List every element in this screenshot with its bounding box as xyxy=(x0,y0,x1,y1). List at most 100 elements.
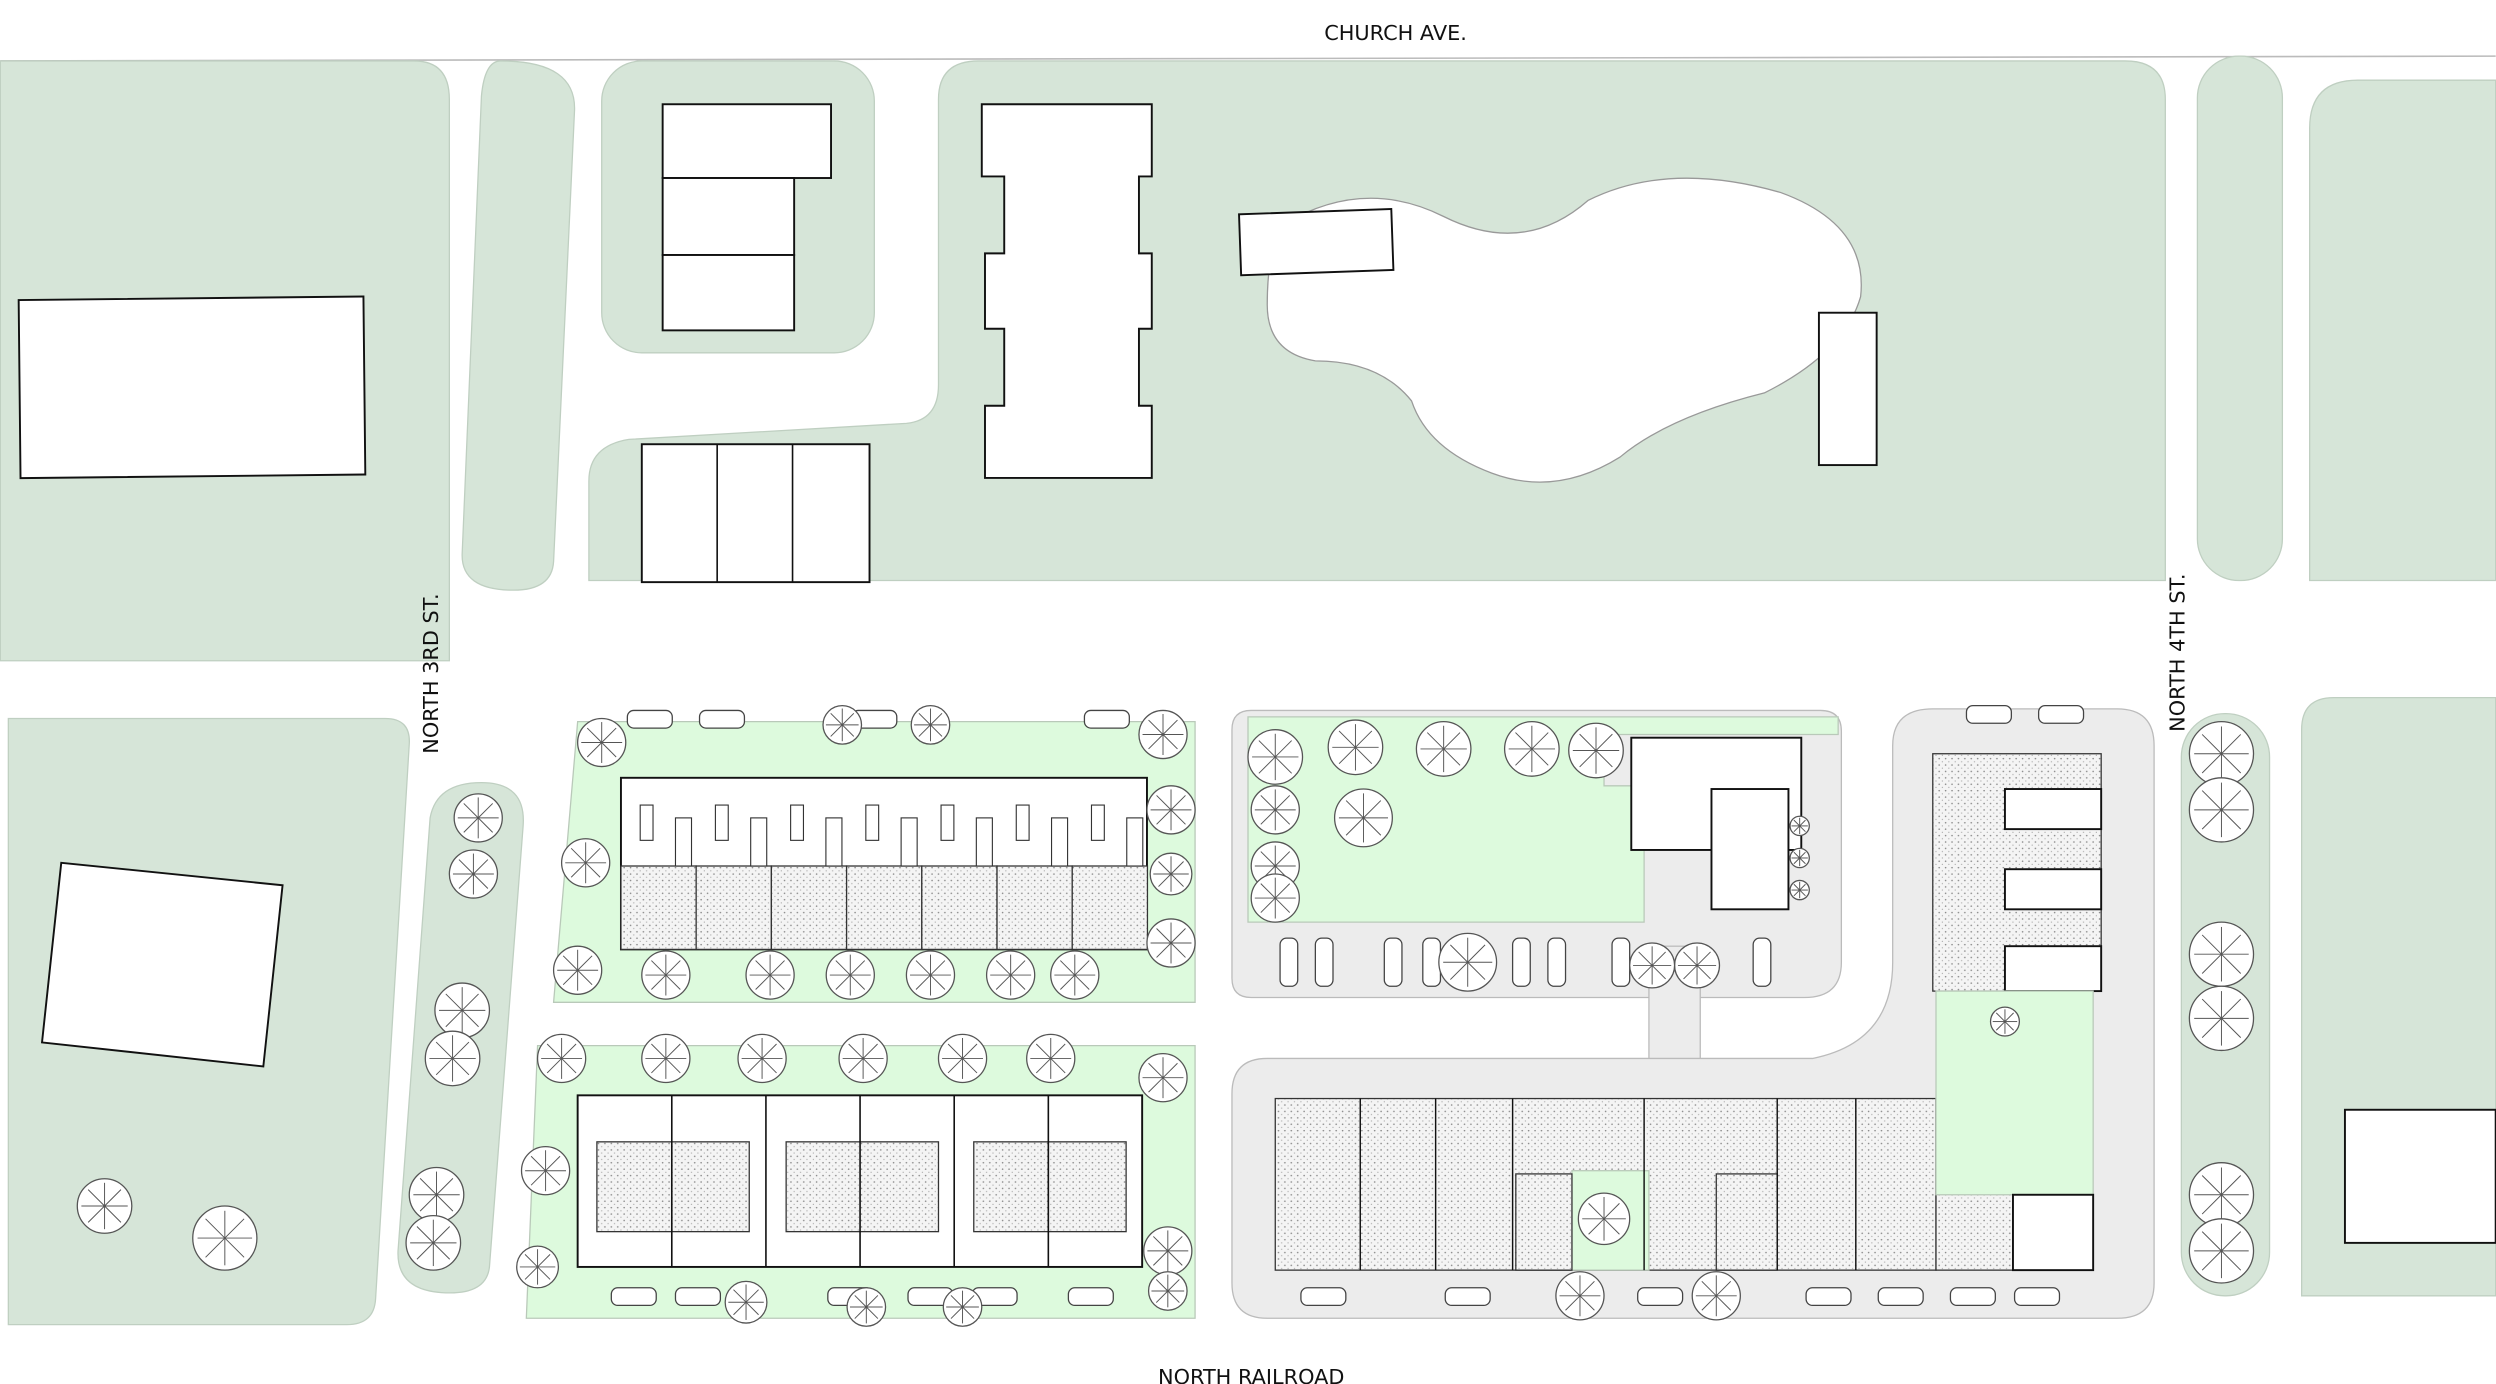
street-label-north-4th: NORTH 4TH ST. xyxy=(2166,574,2190,732)
tree-branch xyxy=(665,960,681,976)
tree-branch xyxy=(745,1301,759,1316)
tree-branch xyxy=(1355,730,1373,748)
tree-branch xyxy=(2201,790,2222,811)
tree-icon xyxy=(2188,985,2255,1052)
building xyxy=(640,443,871,584)
tree-branch xyxy=(419,1194,437,1212)
tree-branch xyxy=(848,1058,864,1074)
tree-branch xyxy=(1156,795,1172,811)
tree-branch xyxy=(1148,1077,1164,1093)
tree-branch xyxy=(562,955,578,971)
street-label-north-railroad: NORTH RAILROAD xyxy=(1158,1365,1344,1384)
tree-branch xyxy=(950,1295,963,1308)
car-icon xyxy=(698,709,746,729)
tree-icon xyxy=(1247,729,1304,785)
tree-branch xyxy=(1715,1295,1732,1311)
building xyxy=(1238,208,1395,277)
street-label-church-ave: CHURCH AVE. xyxy=(1324,21,1467,45)
tree-branch xyxy=(2221,753,2242,774)
window xyxy=(940,804,955,841)
project-site xyxy=(525,708,2155,1319)
tree-branch xyxy=(950,1306,963,1319)
tower-terrace xyxy=(2003,788,2103,831)
car-icon xyxy=(1637,1287,1684,1307)
tree-branch xyxy=(2221,953,2242,974)
roof-hatch xyxy=(973,1141,1127,1233)
tree-branch xyxy=(2221,934,2242,955)
tree-icon xyxy=(942,1287,983,1327)
tree-branch xyxy=(755,960,771,976)
building xyxy=(661,254,796,332)
tree-icon xyxy=(448,849,499,899)
tree-branch xyxy=(586,742,603,758)
tree-branch xyxy=(651,960,667,976)
tree-branch xyxy=(755,974,771,990)
tree-branch xyxy=(1793,825,1801,833)
tree-branch xyxy=(2221,809,2242,830)
tree-branch xyxy=(435,1041,453,1059)
tree-branch xyxy=(1158,861,1172,875)
roof-hatch xyxy=(785,1141,940,1233)
tree-icon xyxy=(641,950,691,1000)
tree-branch xyxy=(1443,732,1461,750)
tree-branch xyxy=(1155,1279,1169,1292)
tree-branch xyxy=(1345,800,1364,819)
tree-branch xyxy=(205,1237,226,1258)
tree-branch xyxy=(1595,750,1613,768)
tree-branch xyxy=(1696,965,1711,980)
car-icon xyxy=(1383,937,1403,987)
tree-icon xyxy=(1333,788,1393,848)
tree-branch xyxy=(1274,740,1292,758)
tree-branch xyxy=(1579,750,1597,768)
tree-branch xyxy=(87,1205,105,1223)
tree-branch xyxy=(1355,746,1373,765)
tree-icon xyxy=(2188,721,2255,787)
tree-branch xyxy=(416,1242,434,1260)
tree-branch xyxy=(577,955,593,971)
tree-branch xyxy=(1515,732,1533,750)
tree-branch xyxy=(1338,730,1356,748)
tree-branch xyxy=(1167,1250,1183,1266)
tree-branch xyxy=(1148,719,1164,735)
tree-branch xyxy=(915,974,931,990)
tree-branch xyxy=(1260,795,1276,811)
tree-branch xyxy=(432,1226,451,1244)
tree-branch xyxy=(224,1218,245,1239)
tree-branch xyxy=(463,817,479,833)
tree-branch xyxy=(2201,953,2222,974)
tree-icon xyxy=(822,704,863,745)
tree-branch xyxy=(1793,819,1801,827)
rowhouse-units-north xyxy=(620,804,1149,951)
building-southeast xyxy=(2343,1108,2496,1244)
tree-icon xyxy=(1691,1271,1741,1321)
tree-branch xyxy=(1531,748,1549,766)
door xyxy=(1126,817,1144,867)
tree-branch xyxy=(1638,965,1653,980)
tree-branch xyxy=(1651,951,1666,966)
tree-branch xyxy=(2221,1231,2242,1252)
tree-branch xyxy=(1155,1290,1169,1303)
tree-branch xyxy=(1588,1203,1605,1220)
tree-branch xyxy=(1035,1043,1052,1059)
tree-branch xyxy=(1467,961,1486,980)
tree-branch xyxy=(1715,1280,1732,1297)
tree-icon xyxy=(905,950,956,1000)
door xyxy=(975,817,993,867)
tree-branch xyxy=(1167,1290,1180,1303)
tree-branch xyxy=(2221,1018,2242,1038)
tree-branch xyxy=(2004,1012,2014,1022)
tree-branch xyxy=(865,1295,879,1308)
tree-branch xyxy=(585,847,601,864)
tree-branch xyxy=(930,712,943,726)
tree-branch xyxy=(745,1289,759,1303)
roof-hatch xyxy=(1515,1173,1573,1271)
car-icon xyxy=(1965,704,2013,724)
car-icon xyxy=(1511,937,1531,987)
tree-branch xyxy=(1060,960,1076,976)
door xyxy=(674,817,693,867)
tree-icon xyxy=(846,1287,887,1327)
tree-icon xyxy=(1138,1052,1188,1103)
tree-icon xyxy=(1143,1226,1193,1276)
tree-branch xyxy=(570,862,587,878)
tree-icon xyxy=(2188,921,2255,987)
